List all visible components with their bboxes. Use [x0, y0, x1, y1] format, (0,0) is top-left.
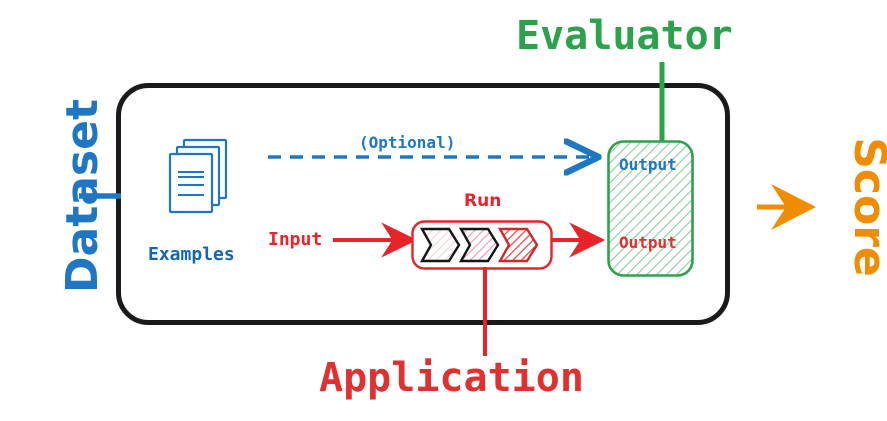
output-top-label: Output	[619, 155, 677, 174]
input-label: Input	[268, 229, 323, 250]
output-panel-box	[607, 140, 694, 277]
chevron-stage-1	[419, 227, 461, 263]
chevron-stage-3	[497, 227, 539, 263]
run-label: Run	[464, 191, 502, 211]
dataset-label: Dataset	[57, 98, 109, 294]
document-text-lines	[178, 171, 204, 196]
stacked-documents-icon	[168, 138, 228, 214]
evaluator-label: Evaluator	[516, 13, 733, 59]
examples-label: Examples	[148, 244, 235, 265]
application-label: Application	[319, 355, 584, 401]
output-bottom-label: Output	[619, 233, 677, 252]
optional-label: (Optional)	[359, 133, 456, 152]
score-label: Score	[843, 137, 887, 277]
chevron-stage-2	[458, 227, 500, 263]
